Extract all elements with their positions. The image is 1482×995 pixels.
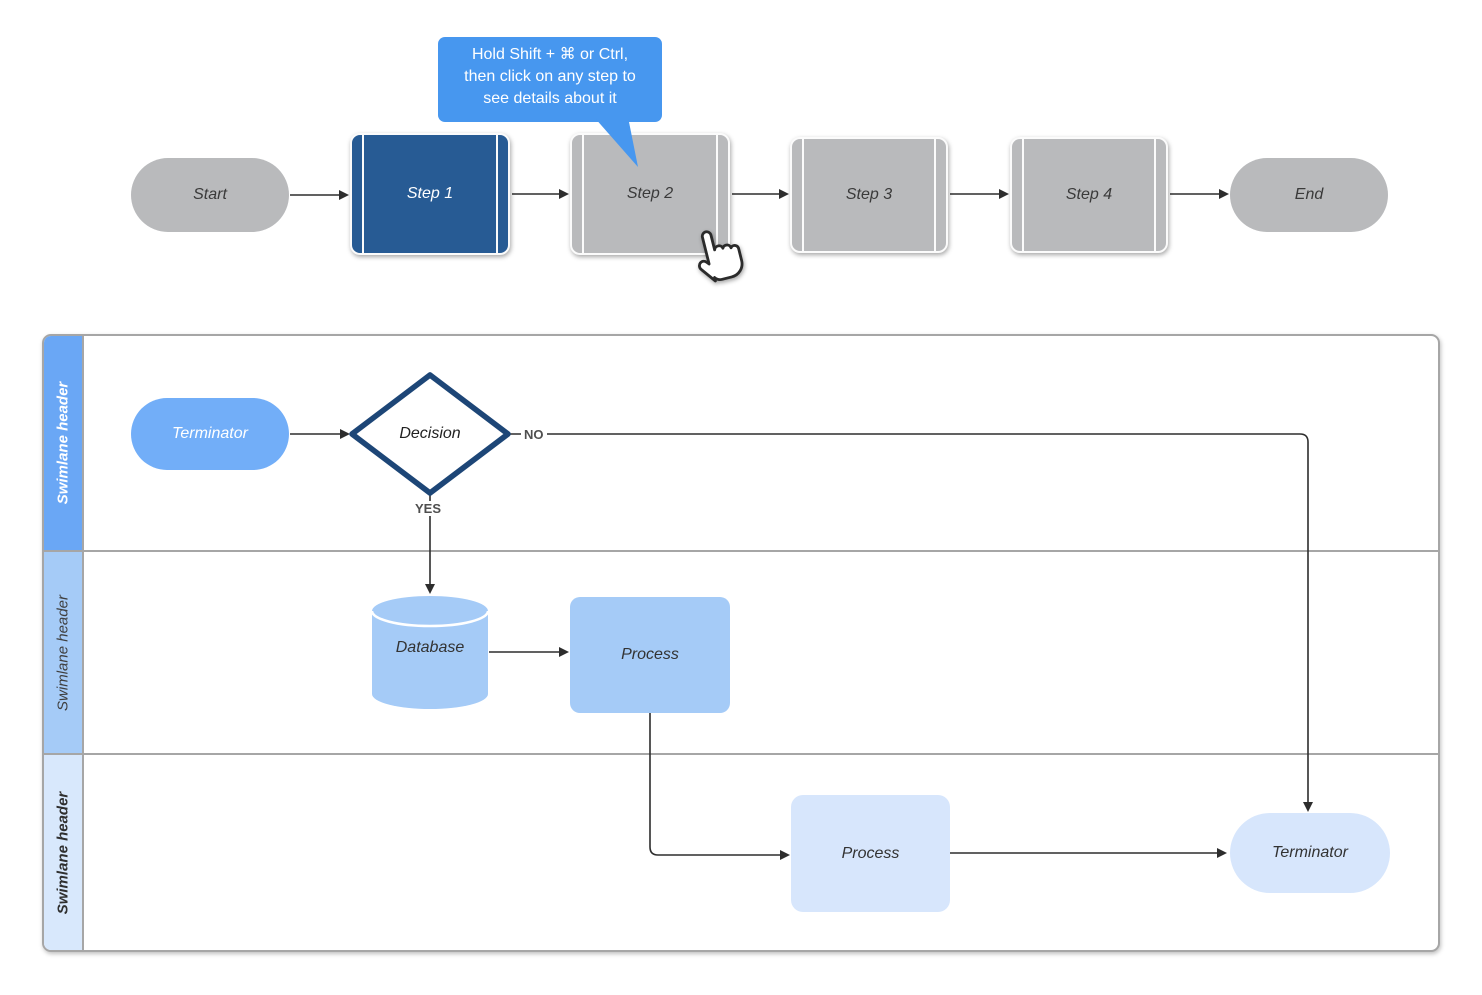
end-terminator[interactable]: End — [1230, 158, 1388, 232]
lane2-process-label: Process — [621, 646, 679, 663]
lane-2: Swimlane header — [44, 550, 1438, 753]
lane3-process-label: Process — [841, 844, 900, 862]
database-cylinder-shape — [370, 596, 490, 709]
step-1[interactable]: Step 1 — [350, 133, 510, 255]
step-divider-bar — [362, 135, 364, 253]
decision-diamond[interactable]: Decision — [348, 371, 512, 497]
step-3-label: Step 3 — [845, 186, 893, 203]
step-divider-bar — [1154, 139, 1156, 251]
lane3-process[interactable]: Process — [791, 795, 950, 912]
database-cylinder[interactable]: Database — [370, 595, 490, 710]
lane-2-header[interactable]: Swimlane header — [44, 552, 84, 753]
connector-decision-no — [510, 433, 1313, 812]
step-3[interactable]: Step 3 — [790, 137, 948, 253]
connector-process2-process3 — [649, 713, 790, 860]
tooltip-callout: Hold Shift + ⌘ or Ctrl, then click on an… — [438, 37, 662, 122]
lane1-terminator[interactable]: Terminator — [131, 398, 289, 470]
lane-3-header[interactable]: Swimlane header — [44, 755, 84, 950]
tooltip-line-1: Hold Shift + ⌘ or Ctrl, — [471, 46, 629, 63]
end-label: End — [1294, 186, 1324, 203]
database-label: Database — [395, 639, 465, 656]
step-divider-bar — [716, 135, 718, 253]
step-4[interactable]: Step 4 — [1010, 137, 1168, 253]
lane3-terminator[interactable]: Terminator — [1230, 813, 1390, 893]
yes-edge-label: YES — [412, 501, 445, 516]
tooltip-line-2: then click on any step to — [464, 68, 636, 85]
step-2-label: Step 2 — [626, 185, 674, 202]
lane-1-header[interactable]: Swimlane header — [44, 336, 84, 550]
step-divider-bar — [582, 135, 584, 253]
step-4-label: Step 4 — [1065, 186, 1113, 203]
start-label: Start — [193, 186, 227, 203]
step-divider-bar — [802, 139, 804, 251]
tooltip-line-3: see details about it — [483, 90, 617, 107]
decision-label: Decision — [399, 425, 461, 442]
lane1-terminator-label: Terminator — [172, 425, 248, 442]
no-edge-label: NO — [521, 427, 547, 442]
lane2-process[interactable]: Process — [570, 597, 730, 713]
step-divider-bar — [1022, 139, 1024, 251]
decision-diamond-shape — [349, 372, 511, 496]
step-divider-bar — [934, 139, 936, 251]
lane-3: Swimlane header — [44, 753, 1438, 950]
hand-pointer-cursor-icon — [684, 218, 748, 286]
step-1-label: Step 1 — [406, 185, 454, 202]
step-divider-bar — [496, 135, 498, 253]
start-terminator[interactable]: Start — [131, 158, 289, 232]
lane3-terminator-label: Terminator — [1272, 844, 1348, 861]
lane-1: Swimlane header — [44, 336, 1438, 550]
